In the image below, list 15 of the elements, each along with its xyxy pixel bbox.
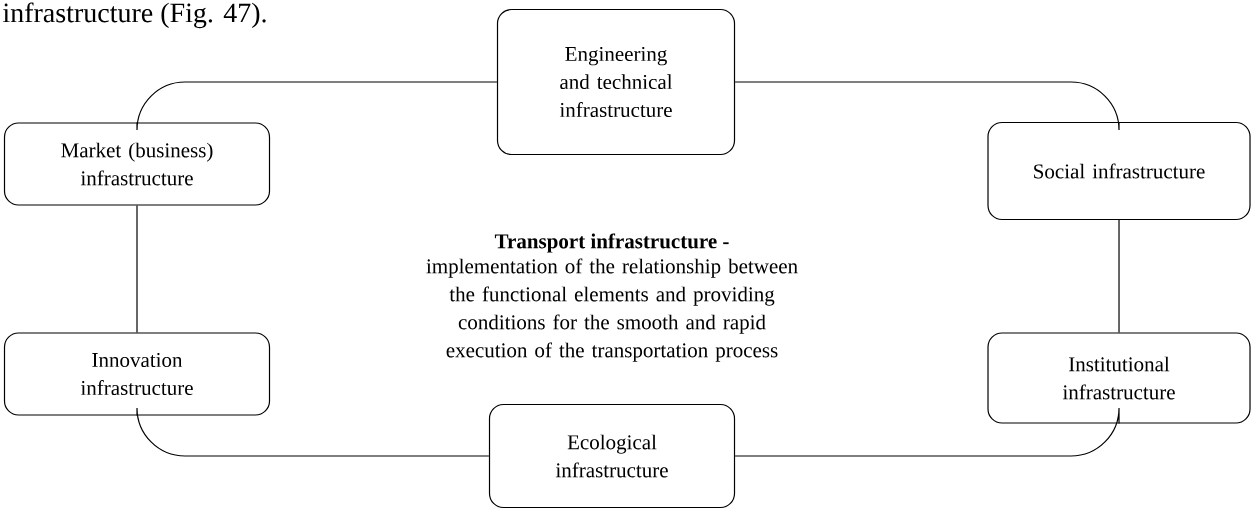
connector-line xyxy=(1118,219,1120,333)
connector-line xyxy=(734,81,1120,131)
infrastructure-box: Ecological infrastructure xyxy=(488,403,736,509)
infrastructure-box: Market (business) infrastructure xyxy=(3,122,271,206)
connector-line xyxy=(136,205,138,333)
caption-text: infrastructure (Fig. 47). xyxy=(3,2,266,29)
connector-line xyxy=(136,407,490,457)
connector-line xyxy=(136,81,498,131)
infrastructure-box: Social infrastructure xyxy=(987,121,1251,221)
infrastructure-box: Institutional infrastructure xyxy=(987,332,1251,424)
connector-line xyxy=(734,407,1120,457)
infrastructure-box: Engineering and technical infrastructure xyxy=(496,8,736,156)
infrastructure-box: Innovation infrastructure xyxy=(3,332,271,416)
description-text: implementation of the relationship between the functional elements and providing conditions for the smooth and rapid execution of the transportation process xyxy=(426,258,798,362)
heading-text: Transport infrastructure - xyxy=(494,233,729,253)
